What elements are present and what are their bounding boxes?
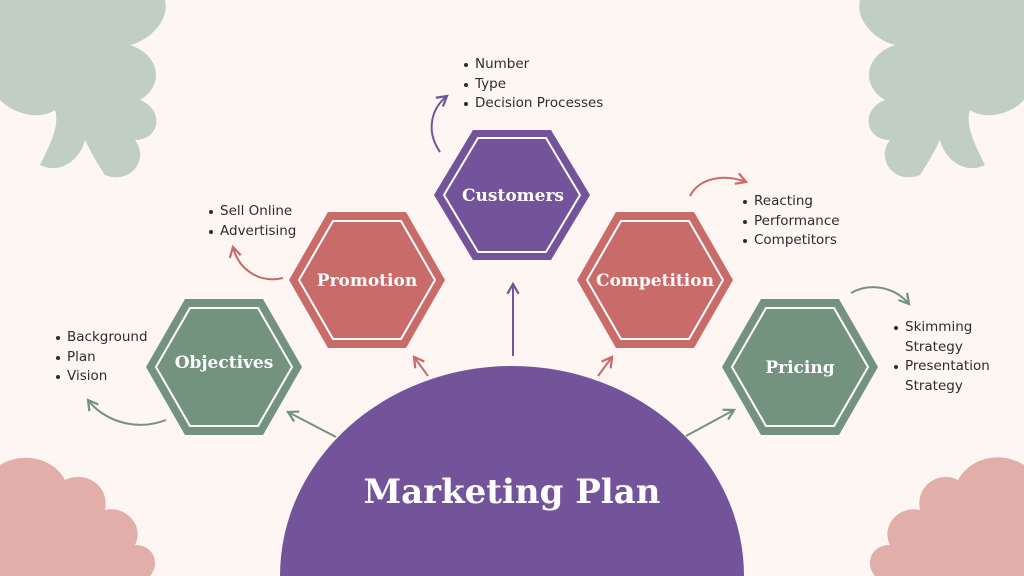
hex-objectives-label: Objectives — [175, 353, 274, 373]
hex-customers-shape — [434, 130, 590, 260]
list-item: Background — [55, 328, 148, 348]
hex-competition-outline — [585, 220, 725, 340]
hex-pricing-label: Pricing — [765, 358, 834, 378]
list-item: Plan — [55, 348, 148, 368]
leaf-top-left — [0, 0, 166, 178]
curve-arrow-customers — [430, 94, 449, 153]
page-title: Marketing Plan — [364, 472, 661, 512]
hex-promotion-outline — [297, 220, 437, 340]
list-item: Performance — [742, 212, 840, 232]
curve-arrow-competition — [689, 172, 749, 197]
customers-bullet-list: Number Type Decision Processes — [463, 55, 603, 114]
hex-pricing-shape — [722, 299, 878, 435]
list-item: Vision — [55, 367, 148, 387]
leaf-bottom-left — [0, 457, 155, 576]
hex-objectives-shape — [146, 299, 302, 435]
pricing-bullet-list: Skimming Strategy Presentation Strategy — [893, 318, 1003, 397]
competition-bullet-list: Reacting Performance Competitors — [742, 192, 840, 251]
promotion-bullet-list: Sell Online Advertising — [208, 202, 296, 241]
hex-customers: Customers — [434, 130, 590, 260]
leaf-top-right — [859, 0, 1024, 178]
hex-pricing-outline — [730, 307, 870, 427]
connector-objectives — [285, 410, 337, 438]
list-item: Presentation Strategy — [893, 357, 1003, 396]
list-item: Sell Online — [208, 202, 296, 222]
objectives-bullet-list: Background Plan Vision — [55, 328, 148, 387]
list-item: Number — [463, 55, 603, 75]
curve-arrow-objectives — [86, 398, 167, 426]
hex-promotion-label: Promotion — [317, 271, 417, 291]
hex-pricing: Pricing — [722, 299, 878, 435]
connector-competition — [597, 355, 614, 377]
hex-objectives-outline — [154, 307, 294, 427]
hex-customers-outline — [442, 137, 582, 253]
hex-customers-label: Customers — [462, 186, 564, 206]
list-item: Skimming Strategy — [893, 318, 1003, 357]
connector-promotion — [412, 355, 429, 377]
list-item: Advertising — [208, 222, 296, 242]
list-item: Competitors — [742, 231, 840, 251]
leaf-bottom-right — [870, 457, 1024, 576]
curve-arrow-pricing — [850, 286, 911, 306]
hex-promotion: Promotion — [289, 212, 445, 348]
list-item: Decision Processes — [463, 94, 603, 114]
connector-pricing — [685, 408, 736, 437]
curve-arrow-promotion — [228, 244, 284, 281]
center-semicircle — [280, 366, 744, 576]
hex-competition-label: Competition — [596, 271, 714, 291]
hex-objectives: Objectives — [146, 299, 302, 435]
hex-promotion-shape — [289, 212, 445, 348]
hex-competition-shape — [577, 212, 733, 348]
list-item: Type — [463, 75, 603, 95]
list-item: Reacting — [742, 192, 840, 212]
hex-competition: Competition — [577, 212, 733, 348]
